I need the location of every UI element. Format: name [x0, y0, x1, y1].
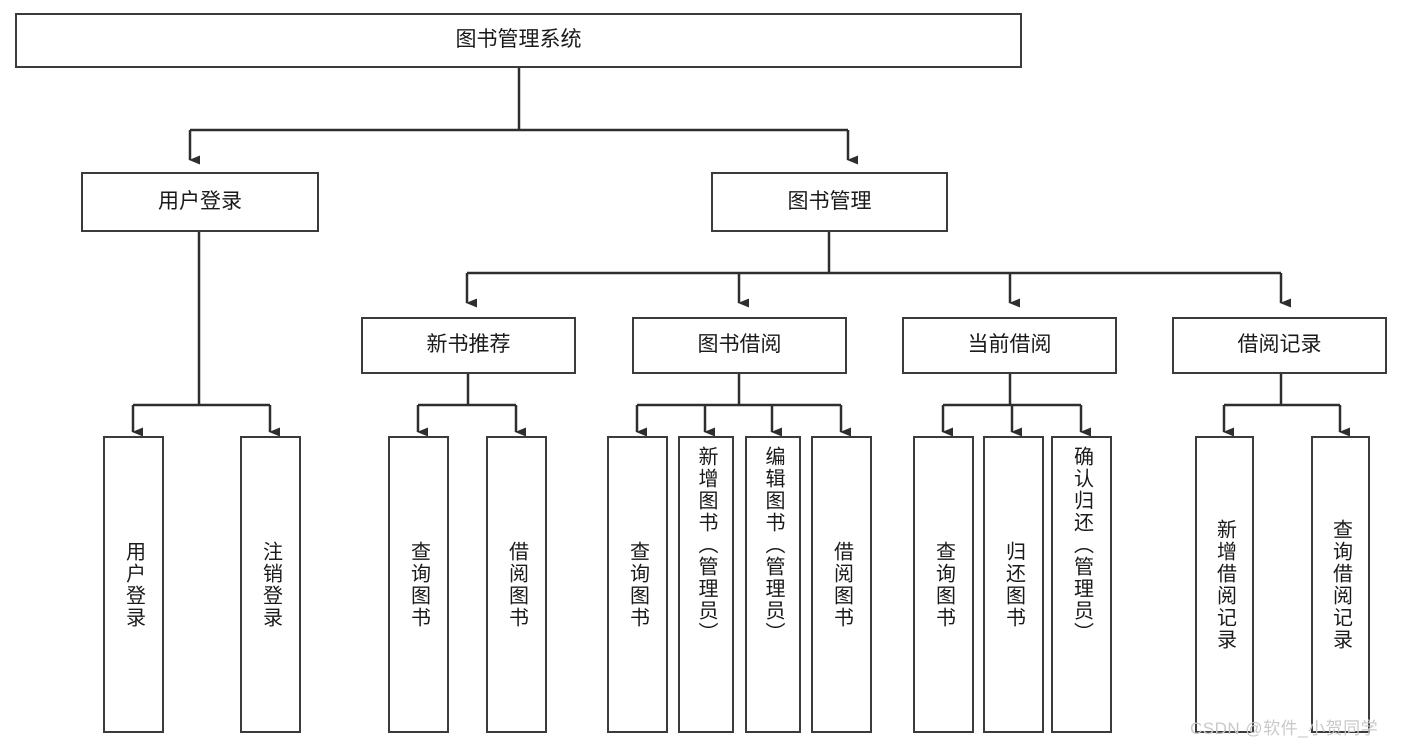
- leaf-user-login-0-label: 用户登录: [122, 540, 145, 629]
- node-book-borrow-label: 图书借阅: [697, 333, 782, 357]
- leaf-new-book-1-label: 借阅图书: [505, 540, 528, 629]
- node-book-borrow[interactable]: 图书借阅: [632, 317, 847, 374]
- leaf-borrow-record-0[interactable]: 新增借阅记录: [1195, 436, 1254, 733]
- leaf-borrow-record-1[interactable]: 查询借阅记录: [1311, 436, 1370, 733]
- leaf-borrow-record-1-label: 查询借阅记录: [1329, 518, 1352, 651]
- leaf-user-login-0[interactable]: 用户登录: [103, 436, 164, 733]
- leaf-new-book-1[interactable]: 借阅图书: [486, 436, 547, 733]
- leaf-book-borrow-3[interactable]: 借阅图书: [811, 436, 872, 733]
- leaf-user-login-1[interactable]: 注销登录: [240, 436, 301, 733]
- leaf-book-borrow-1-label: 新增图书（管理员）: [695, 446, 717, 644]
- node-borrow-record[interactable]: 借阅记录: [1172, 317, 1387, 374]
- leaf-current-borrow-1[interactable]: 归还图书: [983, 436, 1044, 733]
- leaf-borrow-record-0-label: 新增借阅记录: [1213, 518, 1236, 651]
- node-root-label: 图书管理系统: [455, 28, 582, 52]
- node-book-manage-label: 图书管理: [787, 189, 872, 213]
- leaf-book-borrow-0[interactable]: 查询图书: [607, 436, 668, 733]
- node-borrow-record-label: 借阅记录: [1237, 333, 1322, 357]
- leaf-new-book-0-label: 查询图书: [407, 540, 430, 629]
- leaf-book-borrow-3-label: 借阅图书: [830, 540, 853, 629]
- leaf-current-borrow-0-label: 查询图书: [932, 540, 955, 629]
- leaf-book-borrow-2-label: 编辑图书（管理员）: [762, 446, 784, 644]
- node-user-login[interactable]: 用户登录: [81, 172, 319, 232]
- leaf-book-borrow-2[interactable]: 编辑图书（管理员）: [745, 436, 801, 733]
- leaf-book-borrow-1[interactable]: 新增图书（管理员）: [678, 436, 734, 733]
- leaf-book-borrow-0-label: 查询图书: [626, 540, 649, 629]
- leaf-current-borrow-2[interactable]: 确认归还（管理员）: [1051, 436, 1112, 733]
- leaf-current-borrow-1-label: 归还图书: [1002, 540, 1025, 629]
- leaf-current-borrow-2-label: 确认归还（管理员）: [1070, 446, 1093, 644]
- node-new-book-recommend[interactable]: 新书推荐: [361, 317, 576, 374]
- node-new-book-recommend-label: 新书推荐: [426, 333, 511, 357]
- node-user-login-label: 用户登录: [158, 189, 242, 213]
- node-current-borrow-label: 当前借阅: [967, 333, 1052, 357]
- leaf-new-book-0[interactable]: 查询图书: [388, 436, 449, 733]
- leaf-user-login-1-label: 注销登录: [259, 540, 282, 629]
- node-current-borrow[interactable]: 当前借阅: [902, 317, 1117, 374]
- leaf-current-borrow-0[interactable]: 查询图书: [913, 436, 974, 733]
- node-book-manage[interactable]: 图书管理: [711, 172, 948, 232]
- watermark: CSDN @软件_小贺同学: [1190, 719, 1379, 738]
- node-root[interactable]: 图书管理系统: [15, 13, 1022, 68]
